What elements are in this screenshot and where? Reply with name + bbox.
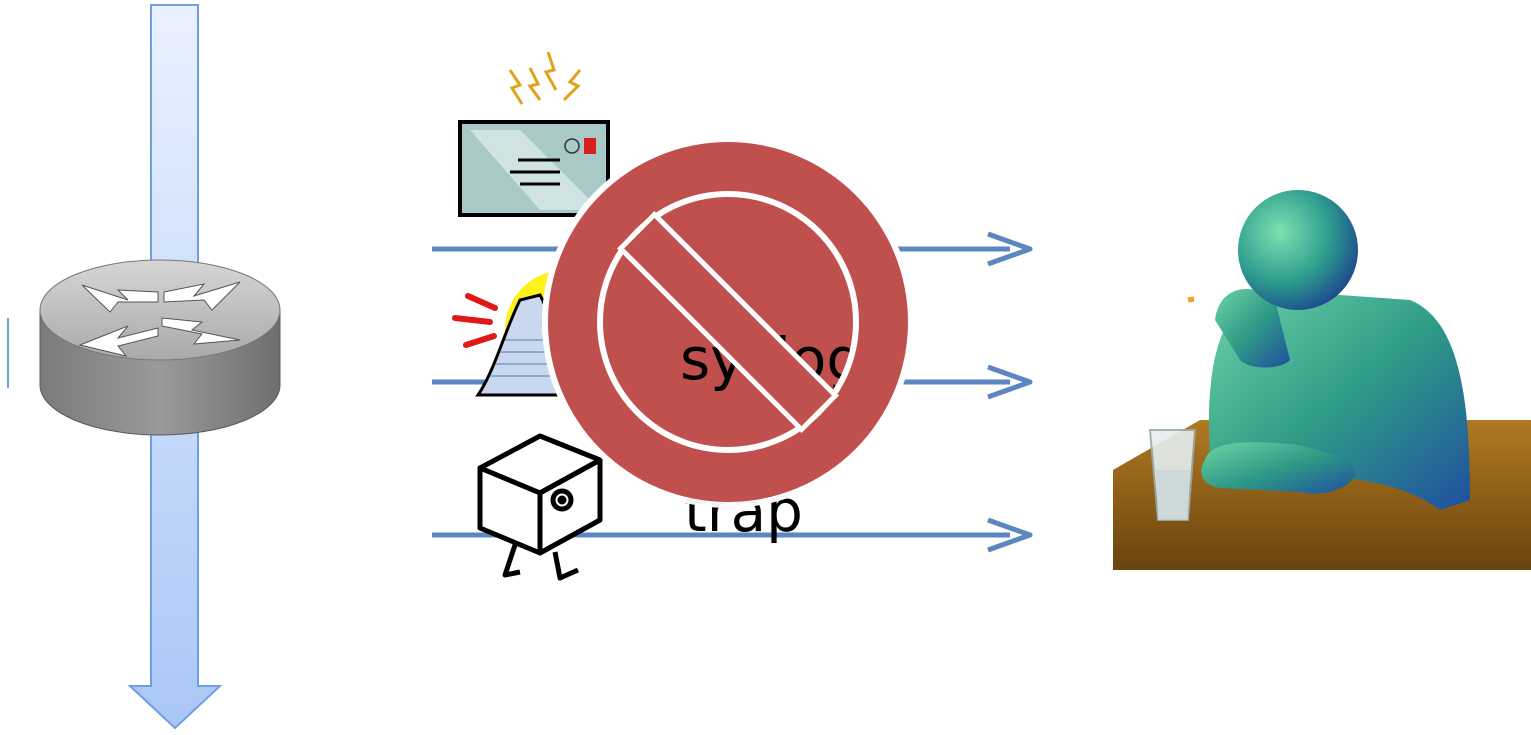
prohibition-ring — [542, 136, 914, 508]
